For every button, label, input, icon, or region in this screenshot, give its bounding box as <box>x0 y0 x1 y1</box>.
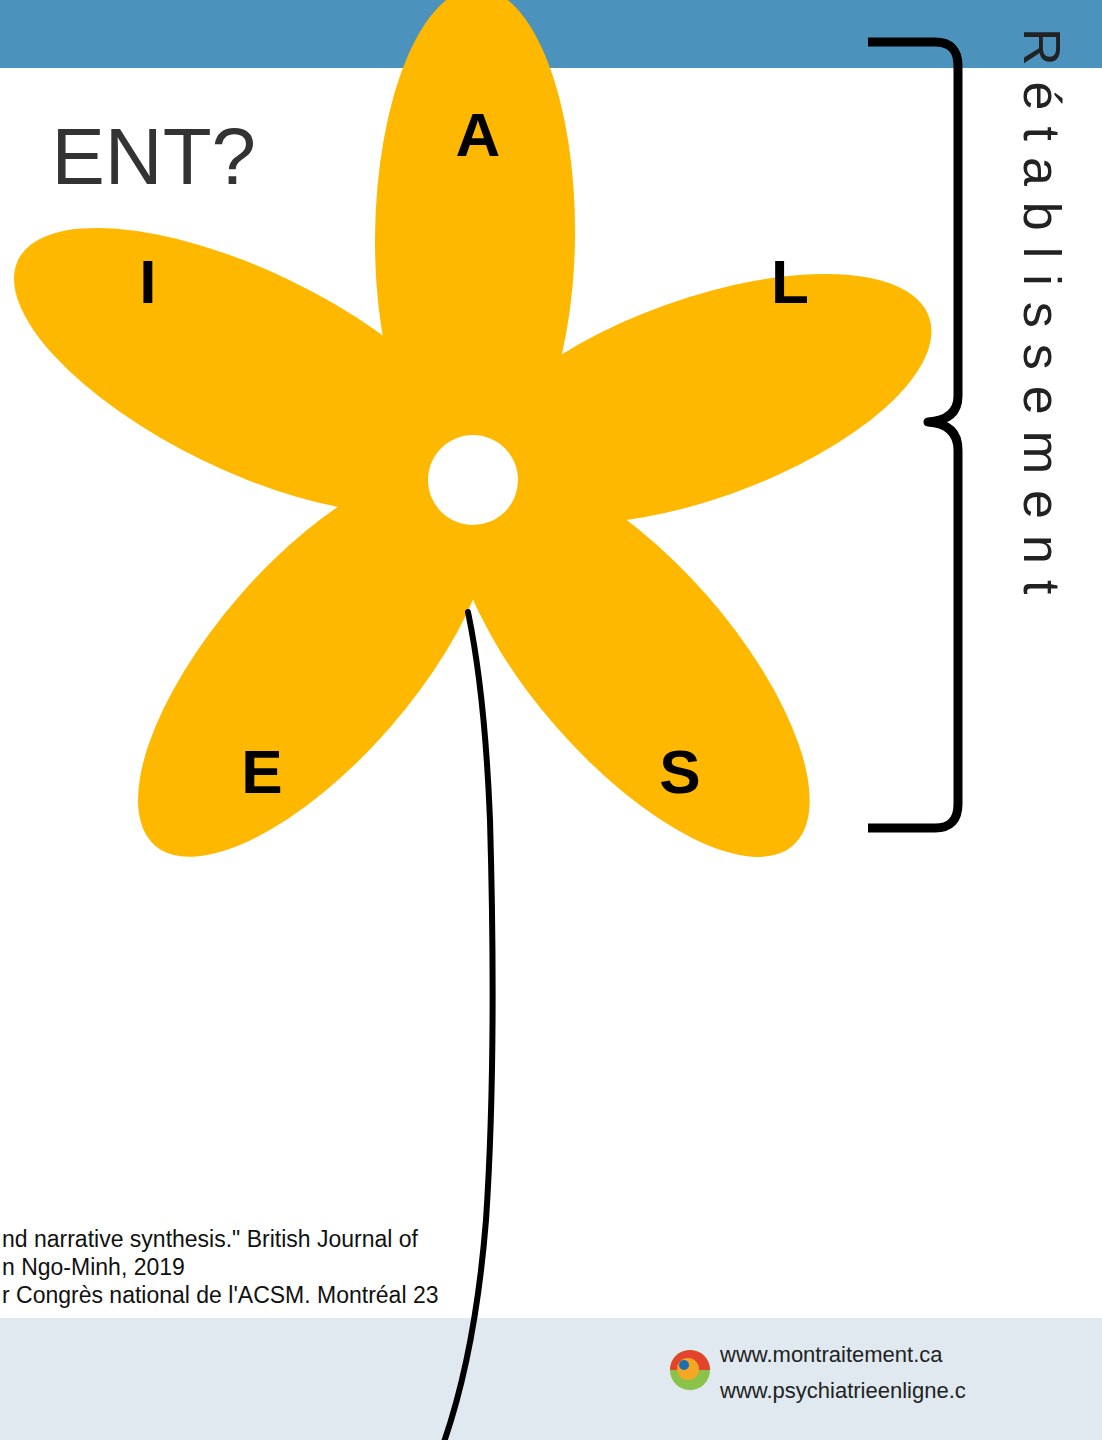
petal-letter: S <box>659 741 700 803</box>
petal-fill <box>0 170 520 572</box>
slide-title: ENT? <box>52 117 257 197</box>
petal-fill <box>80 411 551 910</box>
curly-bracket <box>868 42 958 828</box>
site-logo <box>670 1350 710 1390</box>
flower-stem <box>444 612 493 1440</box>
flower-center <box>428 435 518 525</box>
citation-text: r Congrès national de l'ACSM. Montréal 2… <box>2 1282 439 1308</box>
citation-text: n Ngo-Minh, 2019 <box>2 1254 185 1280</box>
petal-shape <box>138 466 492 857</box>
flower-petal: S <box>454 466 810 857</box>
header-bar <box>0 0 1102 68</box>
website-url: www.psychiatrieenligne.c <box>720 1378 966 1403</box>
vertical-label: Rétablissement <box>1016 28 1068 610</box>
petal-letter: E <box>241 741 282 803</box>
petal-letter: I <box>139 251 156 313</box>
petal-fill <box>395 411 868 911</box>
flower-petal: E <box>138 466 492 857</box>
footer-band <box>0 1318 1102 1440</box>
website-url: www.montraitement.ca <box>720 1342 943 1367</box>
citation-text: nd narrative synthesis." British Journal… <box>2 1226 418 1252</box>
petal-letter: A <box>456 104 501 166</box>
petal-shape <box>454 466 810 857</box>
petal-letter: L <box>771 251 809 313</box>
